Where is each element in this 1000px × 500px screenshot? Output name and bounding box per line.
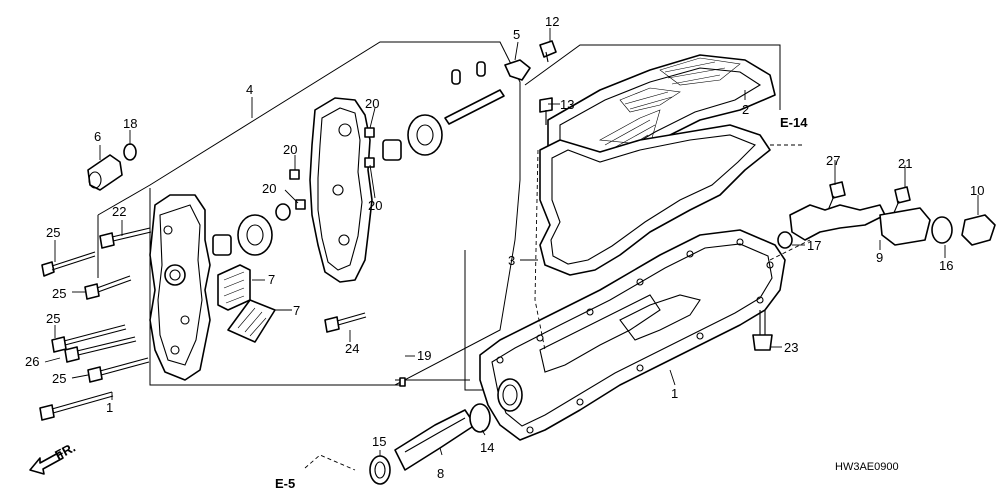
callout-1-right: 1	[671, 386, 678, 401]
front-arrow-icon	[29, 451, 64, 475]
callout-8: 8	[437, 466, 444, 481]
callout-23: 23	[784, 340, 798, 355]
gasket-3	[539, 124, 771, 276]
callout-4: 4	[246, 82, 253, 97]
leader-lines	[44, 28, 979, 456]
callout-14: 14	[480, 440, 494, 455]
callout-19: 19	[417, 348, 431, 363]
callout-20a: 20	[365, 96, 379, 111]
sensor-6	[87, 143, 137, 191]
pins	[289, 61, 505, 387]
bolts-left	[39, 227, 367, 421]
callout-15: 15	[372, 434, 386, 449]
callout-7a: 7	[268, 272, 275, 287]
callout-20d: 20	[368, 198, 382, 213]
callout-25b: 25	[52, 286, 66, 301]
callout-12: 12	[545, 14, 559, 29]
callout-21: 21	[898, 156, 912, 171]
diagram-code: HW3AE0900	[835, 461, 899, 473]
callout-10: 10	[970, 183, 984, 198]
callout-17: 17	[807, 238, 821, 253]
filters-7	[217, 264, 276, 343]
callout-27: 27	[826, 153, 840, 168]
callouts: 4 5 12 13 6 18 20 20 20 20 22 25 25 25 2…	[25, 14, 984, 481]
callout-6: 6	[94, 129, 101, 144]
bolt-23	[752, 310, 773, 351]
callout-25a: 25	[46, 225, 60, 240]
callout-24: 24	[345, 341, 359, 356]
callout-16: 16	[939, 258, 953, 273]
callout-22: 22	[112, 204, 126, 219]
callout-20b: 20	[283, 142, 297, 157]
main-valve-body	[309, 97, 373, 283]
parts-5-12-13	[504, 40, 557, 125]
section-refs: E-14 E-5	[275, 115, 808, 491]
callout-25d: 25	[52, 371, 66, 386]
pipe-8	[369, 403, 491, 485]
callout-18: 18	[123, 116, 137, 131]
reference-lines	[304, 144, 811, 471]
ref-e5[interactable]: E-5	[275, 476, 295, 491]
callout-20c: 20	[262, 181, 276, 196]
callout-5: 5	[513, 27, 520, 42]
callout-25c: 25	[46, 311, 60, 326]
callout-2: 2	[742, 102, 749, 117]
callout-1-left: 1	[106, 400, 113, 415]
right-fittings	[777, 181, 996, 249]
front-arrow: FR.	[29, 440, 78, 475]
valve-body-plate	[149, 194, 211, 381]
callout-26: 26	[25, 354, 39, 369]
cover-case-1	[479, 229, 786, 441]
ref-e14[interactable]: E-14	[780, 115, 808, 130]
callout-13: 13	[560, 97, 574, 112]
callout-9: 9	[876, 250, 883, 265]
pump-rotors	[212, 114, 443, 256]
callout-7b: 7	[293, 303, 300, 318]
callout-3: 3	[508, 253, 515, 268]
